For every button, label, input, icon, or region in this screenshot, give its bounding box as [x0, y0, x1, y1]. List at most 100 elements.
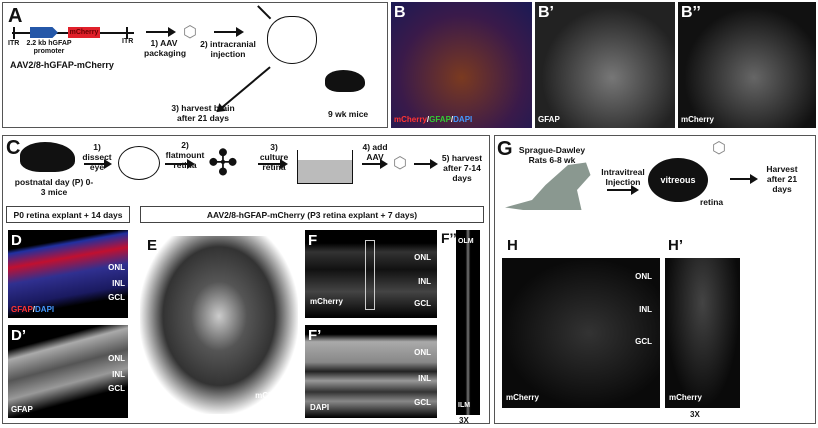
harvest-label: Harvest after 21 days — [766, 164, 798, 194]
mcherry-box: mCherry — [68, 27, 100, 38]
panel-f-label: F — [308, 232, 318, 249]
panel-f1-label: F’ — [308, 327, 322, 344]
panel-d1-caption: GFAP — [11, 405, 33, 414]
step-a2: 2) intracranial injection — [200, 39, 256, 59]
injection-label: Intravitreal Injection — [601, 167, 645, 187]
arrow-c4 — [362, 159, 388, 169]
step-c5: 5) harvest after 7-14 days — [441, 153, 483, 183]
panel-g — [494, 135, 816, 424]
panel-e-caption: mCherry — [255, 391, 288, 400]
step-c1: 1) dissect eye — [82, 142, 112, 172]
panel-b-image: B mCherry/GFAP/DAPI — [391, 2, 532, 128]
panel-f-image: F ONL INL GCL mCherry — [305, 230, 437, 318]
mice-label: 9 wk mice — [328, 109, 369, 119]
layer-onl: ONL — [108, 263, 125, 272]
layer-gcl: GCL — [108, 384, 125, 393]
layer-onl: ONL — [635, 272, 652, 281]
arrow-c5 — [414, 159, 438, 169]
panel-f2-zoom: 3X — [459, 416, 469, 425]
step-a1: 1) AAV packaging — [144, 38, 187, 58]
promoter-arrow — [30, 27, 58, 38]
panel-h1-image: mCherry — [665, 258, 740, 408]
vitreous-label: vitreous — [660, 175, 696, 185]
arrow-g1 — [607, 185, 639, 195]
stain-gfap: GFAP — [11, 305, 33, 314]
panel-c-label: C — [6, 137, 21, 159]
retina-label: retina — [700, 197, 724, 207]
header-right: AAV2/8-hGFAP-mCherry (P3 retina explant … — [140, 206, 484, 223]
panel-b-stain-legend: mCherry/GFAP/DAPI — [394, 115, 473, 124]
panel-b1-label: B’ — [538, 4, 554, 21]
panel-f1-image: F’ ONL INL GCL DAPI — [305, 325, 437, 418]
step-c4: 4) add AAV — [362, 142, 388, 162]
panel-h1-label: H’ — [668, 237, 683, 254]
panel-a — [2, 2, 388, 128]
arrow-a2 — [214, 27, 244, 37]
rats-label: Sprague-Dawley Rats 6-8 wk — [518, 145, 586, 165]
panel-a-label: A — [8, 5, 23, 27]
itr-right-tick — [126, 27, 128, 39]
brain-section-icon — [267, 16, 317, 64]
panel-d1-image: D’ ONL INL GCL GFAP — [8, 325, 128, 418]
itr-left: ITR — [8, 40, 20, 47]
stain-mcherry: mCherry — [394, 115, 427, 124]
construct-name: AAV2/8-hGFAP-mCherry — [10, 60, 114, 70]
panel-f2-label: F’’ — [441, 230, 457, 246]
panel-b1-caption: GFAP — [538, 115, 560, 124]
arrow-a1 — [146, 27, 176, 37]
panel-d-stain-legend: GFAP/DAPI — [11, 305, 55, 314]
panel-e-label: E — [146, 237, 159, 254]
layer-inl: INL — [418, 277, 431, 286]
aav-icon: ⬡ — [183, 24, 197, 41]
eye-icon — [118, 146, 160, 180]
promoter-label: 2.2 kb hGFAP promoter — [26, 40, 72, 56]
panel-e-image: mCherry — [140, 236, 298, 414]
panel-h1-caption: mCherry — [669, 393, 702, 402]
layer-gcl: GCL — [414, 299, 431, 308]
layer-gcl: GCL — [414, 398, 431, 407]
culture-dish-icon — [297, 150, 353, 184]
panel-b2-label: B’’ — [681, 4, 701, 21]
mouse-icon — [325, 70, 365, 92]
panel-g-label: G — [497, 138, 513, 160]
inset-box — [365, 240, 375, 310]
stain-dapi: DAPI — [35, 305, 55, 314]
panel-h-label: H — [507, 237, 518, 254]
header-left: P0 retina explant + 14 days — [6, 206, 130, 223]
panel-b2-image: B’’ mCherry — [678, 2, 816, 128]
mouse-icon — [20, 142, 75, 172]
layer-onl: ONL — [108, 354, 125, 363]
ilm-label: ILM — [458, 402, 471, 409]
panel-h-caption: mCherry — [506, 393, 539, 402]
itr-left-tick — [13, 27, 15, 39]
olm-label: OLM — [458, 238, 474, 245]
step-a3: 3) harvest brain after 21 days — [171, 103, 235, 123]
panel-h-image: ONL INL GCL mCherry — [502, 258, 660, 408]
layer-onl: ONL — [414, 348, 431, 357]
mice-label: postnatal day (P) 0-3 mice — [14, 177, 94, 197]
panel-d-image: D ONL INL GCL GFAP/DAPI — [8, 230, 128, 318]
panel-d1-label: D’ — [11, 327, 26, 344]
layer-inl: INL — [639, 305, 652, 314]
itr-right: ITR — [122, 38, 134, 45]
eye-vitreous-icon: vitreous — [648, 158, 708, 202]
layer-gcl: GCL — [108, 293, 125, 302]
layer-inl: INL — [112, 279, 125, 288]
arrow-g2 — [730, 174, 758, 184]
panel-f2-image: OLM ILM — [456, 230, 480, 415]
layer-inl: INL — [418, 374, 431, 383]
layer-onl: ONL — [414, 253, 431, 262]
step-c3: 3) culture retina — [259, 142, 289, 172]
layer-inl: INL — [112, 370, 125, 379]
panel-f1-caption: DAPI — [310, 403, 330, 412]
panel-b2-caption: mCherry — [681, 115, 714, 124]
arrow-c1 — [84, 159, 112, 169]
arrow-c3 — [258, 159, 288, 169]
stain-dapi: DAPI — [453, 115, 473, 124]
panel-f-caption: mCherry — [310, 297, 343, 306]
flatmount-icon: ✣ — [207, 142, 239, 183]
panel-b-label: B — [394, 4, 406, 21]
panel-b1-image: B’ GFAP — [535, 2, 675, 128]
aav-icon: ⬡ — [393, 155, 407, 172]
aav-icon: ⬡ — [712, 140, 726, 157]
